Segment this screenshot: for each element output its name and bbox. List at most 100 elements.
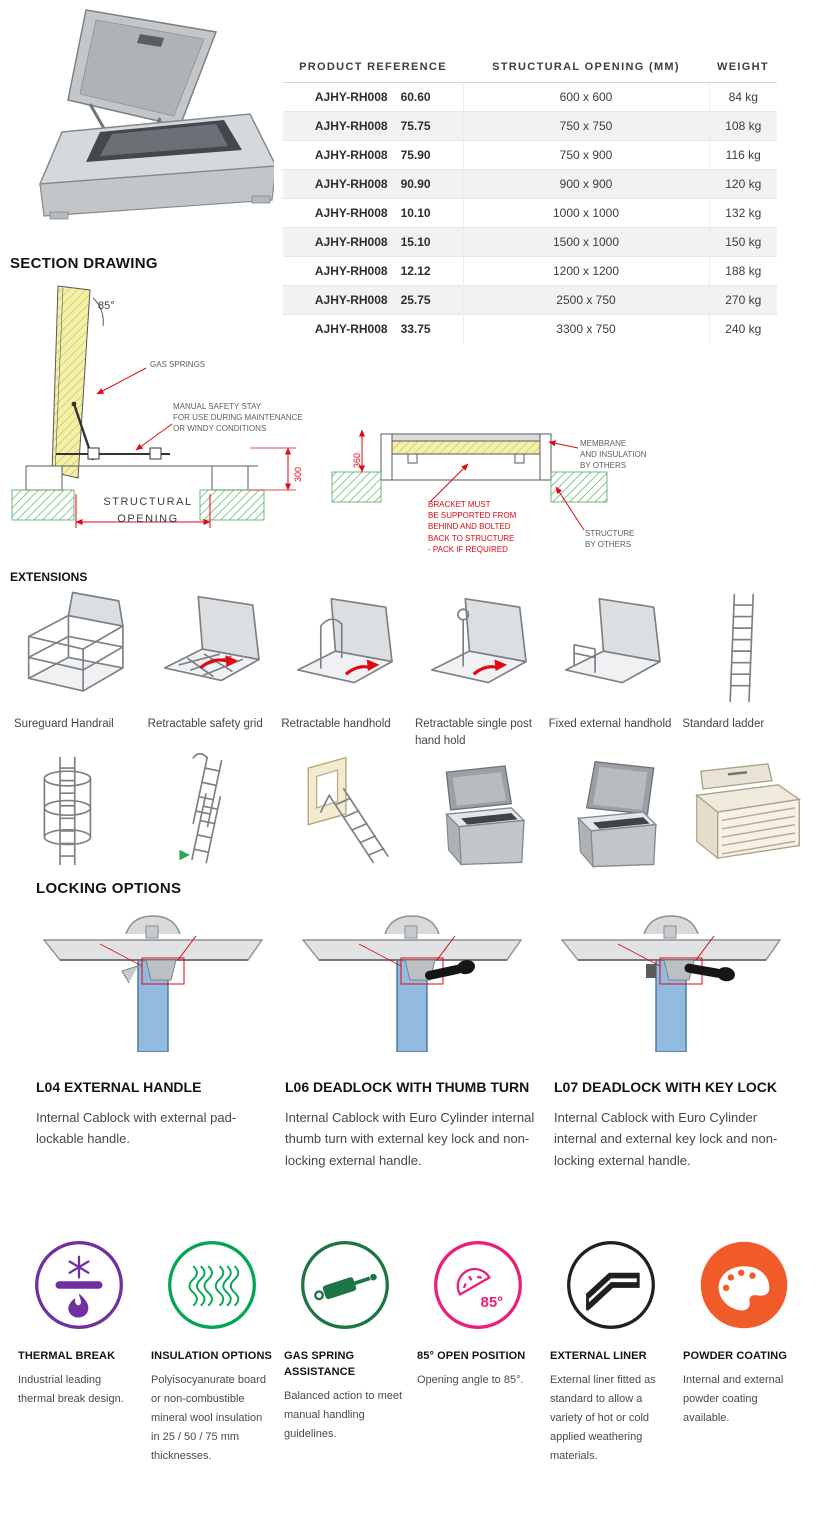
roof-hatch-illustration: [38, 9, 278, 220]
extension-item: Standard ladder: [682, 589, 808, 749]
opening-cell: 2500 x 750: [462, 285, 709, 315]
extension-label: Standard ladder: [682, 718, 765, 730]
locking-option-l07: L07 DEADLOCK WITH KEY LOCK Internal Cabl…: [554, 902, 788, 1171]
product-code: 75.90: [400, 148, 431, 162]
structural-opening-label: STRUCTURAL OPENING: [103, 496, 193, 526]
feature-description: Polyisocyanurate board or non-combustibl…: [151, 1373, 266, 1462]
product-ref: AJHY-RH008: [314, 148, 388, 162]
extensions-row-2: [14, 752, 808, 870]
locking-option-description: Internal Cablock with external pad-locka…: [36, 1109, 237, 1147]
product-ref: AJHY-RH008: [314, 264, 388, 278]
l06-deadlock-thumb-turn-illustration: [301, 915, 523, 1052]
caged-access-ladder-illustration: [43, 756, 92, 866]
extension-label: Sureguard Handrail: [14, 718, 114, 730]
standard-ladder-illustration: [729, 593, 755, 703]
roof-hatch-photo: [28, 4, 278, 244]
retractable-handhold-illustration: [297, 597, 394, 684]
open-angle-label: 85°: [98, 300, 115, 312]
extension-item: Fixed external handhold: [549, 589, 675, 749]
protractor-icon: 85°: [431, 1238, 525, 1332]
header-structural-opening: STRUCTURAL OPENING (MM): [463, 52, 709, 83]
weight-cell: 120 kg: [708, 169, 777, 199]
locking-option-description: Internal Cablock with Euro Cylinder inte…: [285, 1109, 535, 1168]
product-ref: AJHY-RH008: [314, 90, 388, 104]
product-code: 10.10: [400, 206, 431, 220]
product-code: 60.60: [400, 90, 431, 104]
header-product-reference: PRODUCT REFERENCE: [283, 52, 463, 83]
dimension-300-label: 300: [293, 466, 303, 482]
louvered-penthouse-illustration: [695, 763, 802, 860]
safety-stay-label: MANUAL SAFETY STAY FOR USE DURING MAINTE…: [173, 402, 303, 434]
extension-label: Retractable safety grid: [147, 718, 263, 730]
feature-description: Balanced action to meet manual handling …: [284, 1389, 403, 1440]
weight-cell: 84 kg: [708, 82, 777, 112]
extension-item: [148, 752, 274, 870]
feature-title: GAS SPRING ASSISTANCE: [284, 1350, 356, 1378]
product-reference-cell: AJHY-RH008 12.12: [283, 256, 463, 286]
opening-cell: 600 x 600: [462, 82, 709, 112]
extension-item: Retractable handhold: [281, 589, 407, 749]
extension-item: [415, 752, 541, 870]
feature-description: Internal and external powder coating ava…: [683, 1373, 784, 1424]
product-code: 12.12: [400, 264, 431, 278]
feature-thermal-break: THERMAL BREAK Industrial leading thermal…: [18, 1238, 139, 1465]
thermal-break-icon: [32, 1238, 126, 1332]
feature-description: External liner fitted as standard to all…: [550, 1373, 656, 1462]
gas-springs-label: GAS SPRINGS: [150, 360, 206, 369]
product-reference-cell: AJHY-RH008 60.60: [283, 82, 463, 112]
upstand-hatch-closed-illustration: [444, 765, 526, 867]
weight-cell: 132 kg: [708, 198, 777, 228]
bracket-label: BRACKET MUST BE SUPPORTED FROM BEHIND AN…: [428, 500, 517, 554]
weight-cell: 150 kg: [708, 227, 777, 257]
locking-option-title: L06 DEADLOCK WITH THUMB TURN: [285, 1079, 530, 1095]
locking-option-title: L04 EXTERNAL HANDLE: [36, 1079, 202, 1095]
product-specification-table: PRODUCT REFERENCE STRUCTURAL OPENING (MM…: [283, 52, 777, 343]
product-ref: AJHY-RH008: [314, 235, 388, 249]
weight-cell: 240 kg: [708, 314, 777, 343]
feature-title: POWDER COATING: [683, 1350, 787, 1362]
product-code: 33.75: [400, 322, 431, 336]
opening-cell: 3300 x 750: [462, 314, 709, 343]
mineral-wool-coils-icon: [165, 1238, 259, 1332]
corner-liner-icon: [564, 1238, 658, 1332]
extension-item: [549, 752, 675, 870]
weight-cell: 188 kg: [708, 256, 777, 286]
feature-title: THERMAL BREAK: [18, 1350, 116, 1362]
locking-option-description: Internal Cablock with Euro Cylinder inte…: [554, 1109, 778, 1168]
opening-cell: 1500 x 1000: [462, 227, 709, 257]
table-header-row: PRODUCT REFERENCE STRUCTURAL OPENING (MM…: [283, 52, 777, 83]
product-code: 15.10: [400, 235, 431, 249]
extension-label: Retractable handhold: [281, 718, 391, 730]
sureguard-handrail-illustration: [27, 591, 124, 692]
feature-external-liner: EXTERNAL LINER External liner fitted as …: [550, 1238, 671, 1465]
section-drawing-heading: SECTION DRAWING: [10, 255, 158, 272]
feature-title: 85° OPEN POSITION: [417, 1350, 526, 1362]
feature-powder-coating: POWDER COATING Internal and external pow…: [683, 1238, 804, 1465]
feature-description: Opening angle to 85°.: [417, 1373, 524, 1386]
opening-cell: 750 x 750: [462, 111, 709, 141]
weight-cell: 108 kg: [708, 111, 777, 141]
feature-title: INSULATION OPTIONS: [151, 1350, 272, 1362]
extending-ladder-illustration: [179, 752, 222, 864]
loft-ladder-illustration: [307, 756, 389, 864]
retractable-single-post-illustration: [430, 597, 527, 684]
opening-cell: 1200 x 1200: [462, 256, 709, 286]
extension-item: Retractable safety grid: [148, 589, 274, 749]
extension-item: [281, 752, 407, 870]
locking-option-l06: L06 DEADLOCK WITH THUMB TURN Internal Ca…: [285, 902, 539, 1171]
header-weight: WEIGHT: [709, 52, 777, 83]
weight-cell: 270 kg: [708, 285, 777, 315]
feature-gas-spring-assistance: GAS SPRING ASSISTANCE Balanced action to…: [284, 1238, 405, 1465]
locking-options-heading: LOCKING OPTIONS: [36, 880, 182, 897]
product-code: 90.90: [400, 177, 431, 191]
product-ref: AJHY-RH008: [314, 322, 388, 336]
product-reference-cell: AJHY-RH008 15.10: [283, 227, 463, 257]
